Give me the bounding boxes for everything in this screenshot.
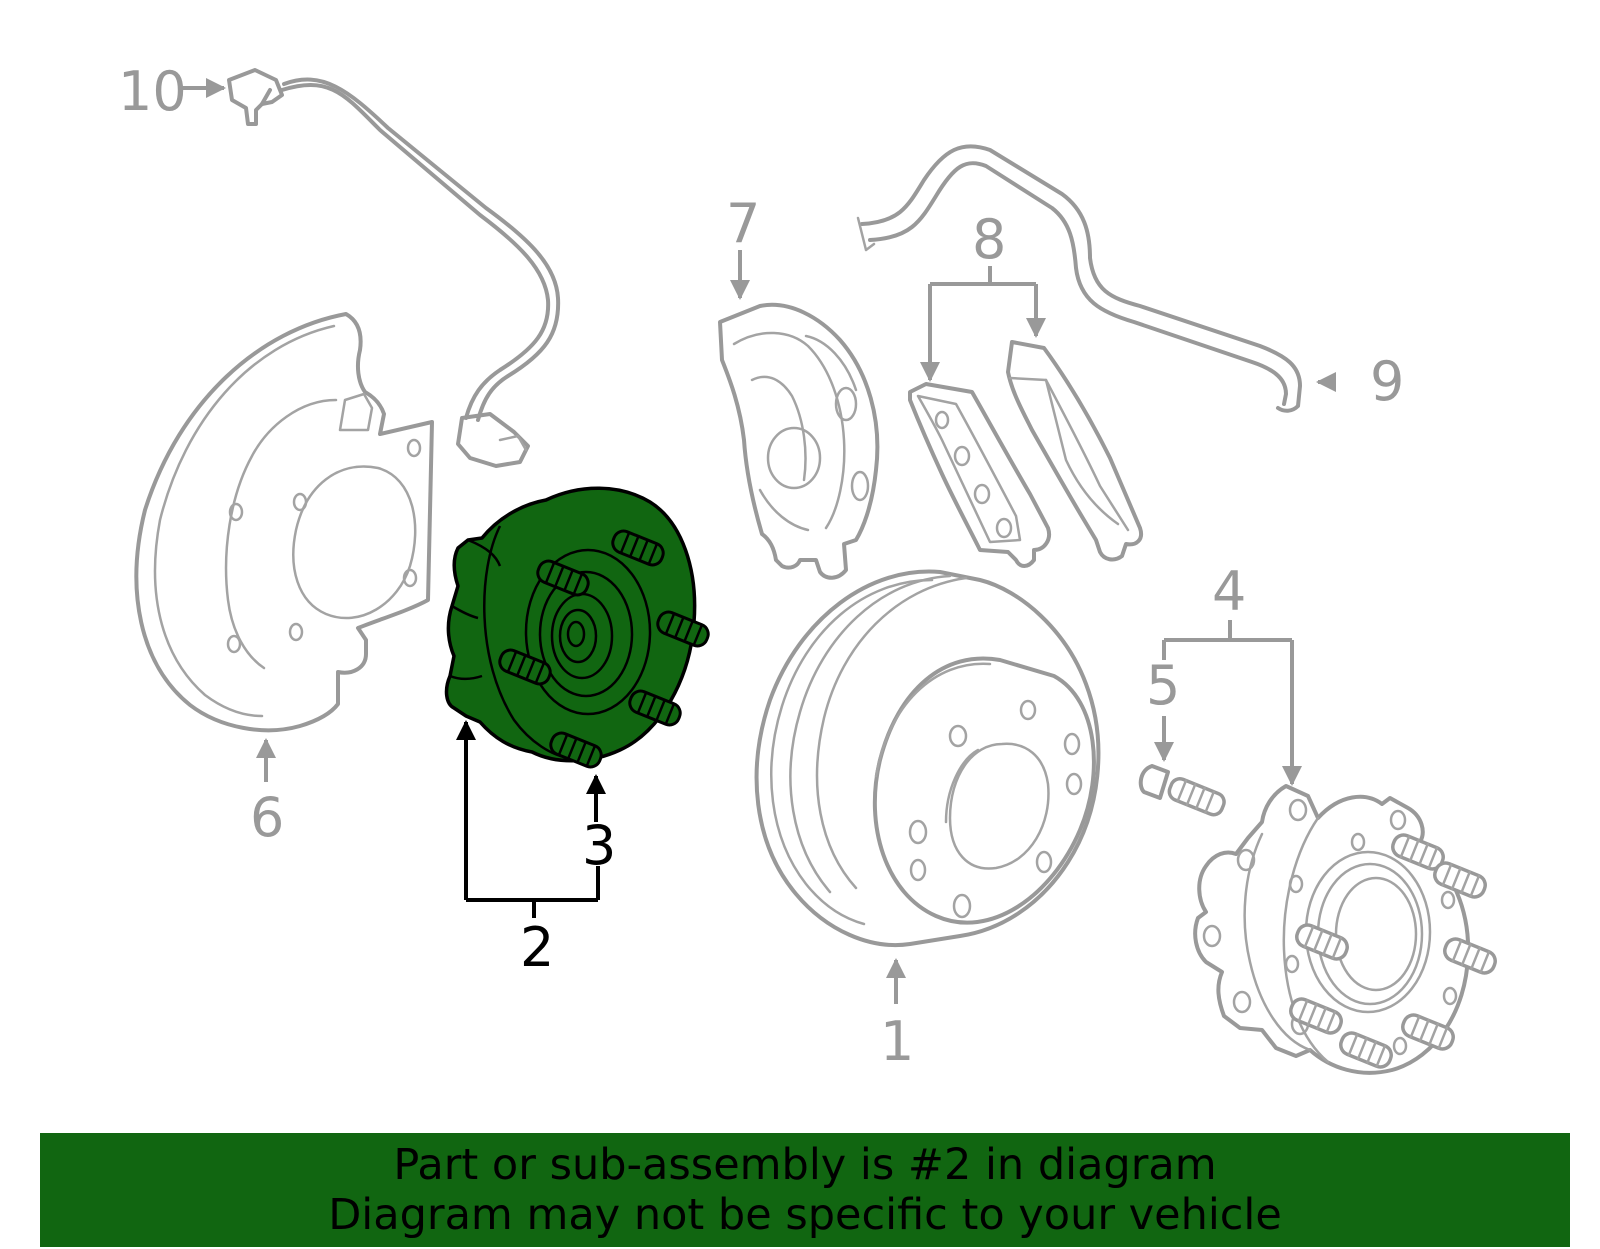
callout-7: 7 (726, 192, 760, 255)
leader-lines (180, 78, 1336, 1004)
banner-line-disclaimer: Diagram may not be specific to your vehi… (328, 1190, 1282, 1240)
callout-4: 4 (1212, 560, 1246, 623)
banner-line-part: Part or sub-assembly is #2 in diagram (393, 1140, 1217, 1190)
hub-assembly-part-4 (1193, 784, 1471, 1075)
callout-2: 2 (520, 916, 554, 979)
brake-caliper-part-7 (718, 302, 880, 580)
callout-labels: 10 7 8 9 6 4 5 1 3 2 (118, 60, 1404, 1073)
callout-1: 1 (880, 1010, 914, 1073)
abs-sensor-part-10 (227, 68, 561, 468)
wheel-studs-part-3 (498, 529, 710, 769)
hub-bolt-part-5 (1138, 764, 1226, 817)
callout-6: 6 (250, 786, 284, 849)
callout-8: 8 (972, 208, 1006, 271)
brake-rotor-part-1 (754, 569, 1101, 947)
callout-10: 10 (118, 60, 187, 123)
part-notice-banner: Part or sub-assembly is #2 in diagram Di… (40, 1133, 1570, 1247)
callout-3: 3 (582, 814, 616, 877)
brake-pads-part-8 (908, 340, 1143, 568)
brake-hose-part-9 (856, 144, 1302, 413)
callout-9: 9 (1370, 350, 1404, 413)
alternate-hub-studs (1289, 833, 1497, 1069)
dust-shield-part-6 (134, 312, 434, 733)
callout-5: 5 (1146, 654, 1180, 717)
